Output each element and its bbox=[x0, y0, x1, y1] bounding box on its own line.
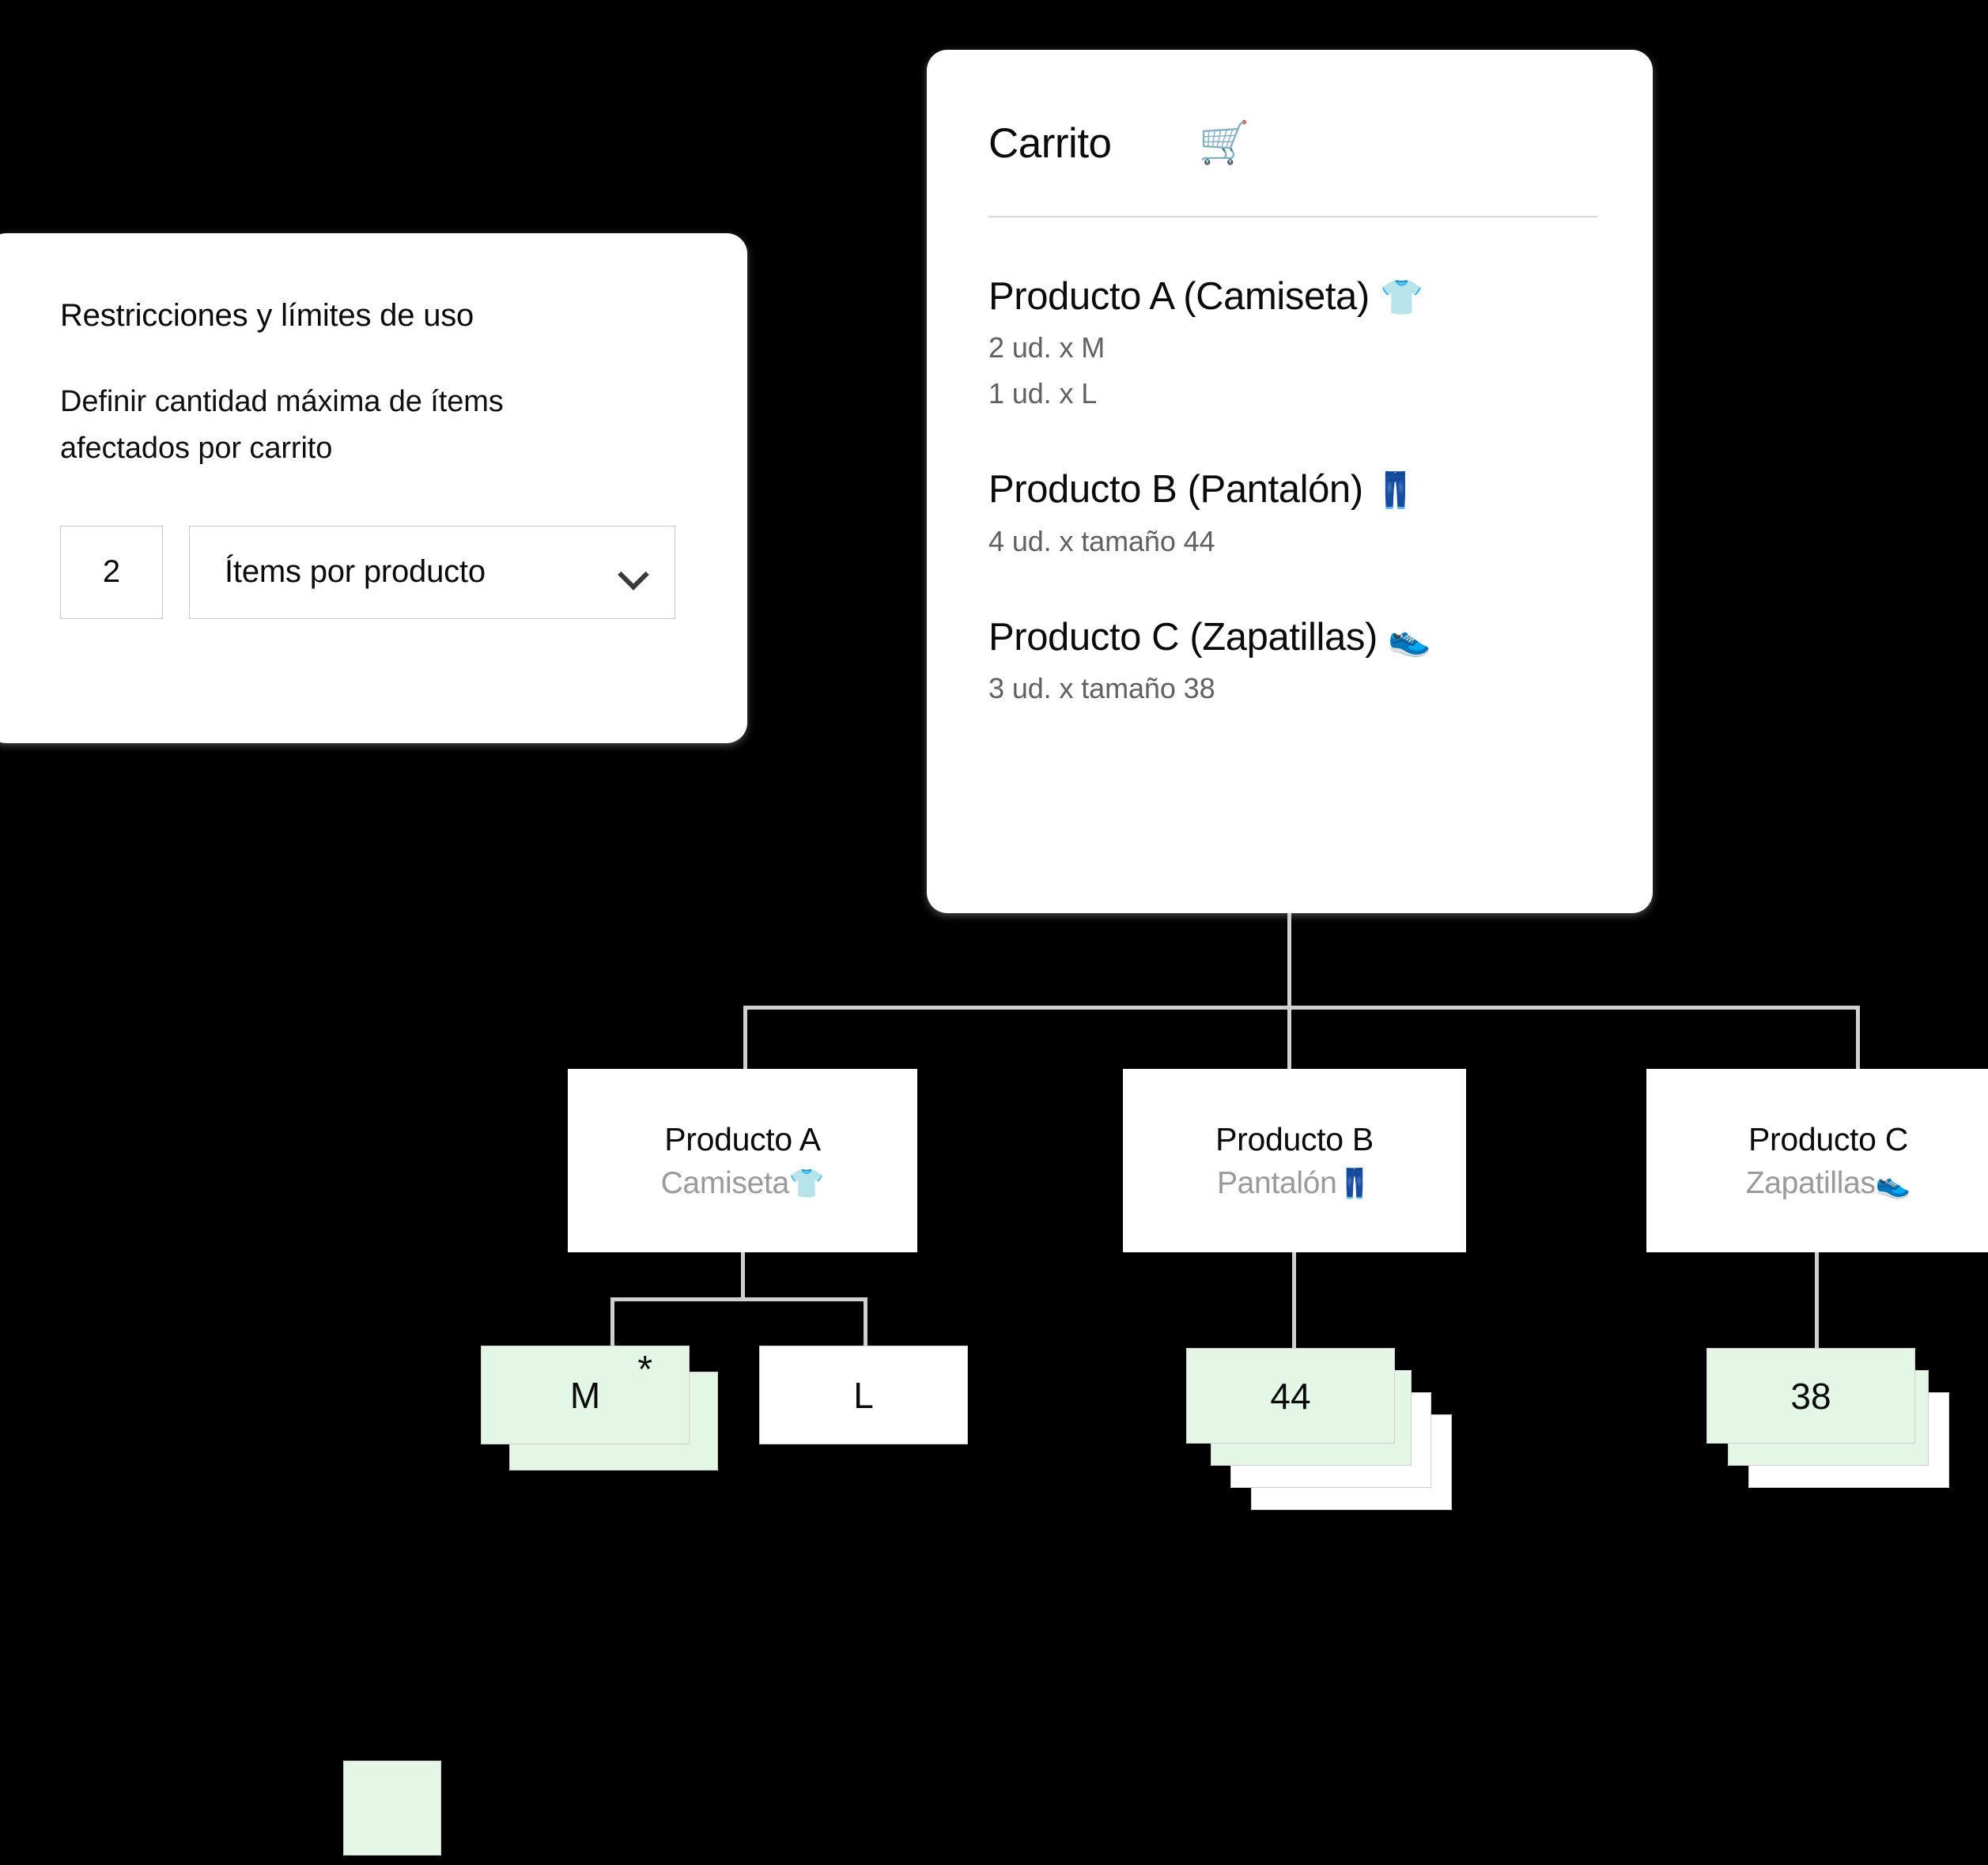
cart-line-item: Producto A (Camiseta) 👕 2 ud. x M 1 ud. … bbox=[988, 274, 1604, 410]
connector-c-to-size-38 bbox=[1815, 1252, 1819, 1350]
cart-item-qty: 2 ud. x M bbox=[988, 331, 1105, 364]
cart-item-name: Producto C (Zapatillas) 👟 bbox=[988, 615, 1604, 659]
variant-card-front[interactable]: 44 bbox=[1186, 1348, 1395, 1444]
cart-item-name-text: Producto B (Pantalón) bbox=[988, 468, 1363, 512]
jeans-icon: 👖 bbox=[1336, 1166, 1373, 1199]
connector-b-to-size-44 bbox=[1292, 1252, 1296, 1350]
restrictions-title: Restricciones y límites de uso bbox=[60, 298, 474, 333]
connector-to-size-l bbox=[864, 1297, 867, 1350]
restrictions-panel: Restricciones y límites de uso Definir c… bbox=[0, 233, 747, 743]
connector-to-producto-c bbox=[1856, 1006, 1860, 1070]
cart-item-name: Producto A (Camiseta) 👕 bbox=[988, 274, 1604, 319]
connector-to-size-m bbox=[610, 1297, 614, 1350]
cart-item-name-text: Producto C (Zapatillas) bbox=[988, 615, 1378, 659]
variant-stack-44: 44 bbox=[1186, 1348, 1502, 1514]
sneaker-icon: 👟 bbox=[1875, 1166, 1911, 1199]
variant-card-front[interactable]: 38 bbox=[1706, 1348, 1915, 1444]
variant-stack-l: L bbox=[759, 1346, 996, 1472]
variant-label: L bbox=[853, 1374, 874, 1416]
tree-node-subtitle-text: Pantalón bbox=[1216, 1165, 1337, 1200]
variant-stack-38: 38 bbox=[1706, 1348, 1988, 1498]
tshirt-icon: 👕 bbox=[788, 1166, 825, 1199]
chevron-down-icon bbox=[619, 559, 646, 586]
cart-header: Carrito 🛒 bbox=[988, 96, 1604, 191]
cart-panel: Carrito 🛒 Producto A (Camiseta) 👕 2 ud. … bbox=[927, 50, 1653, 913]
scope-select-value: Ítems por producto bbox=[225, 554, 486, 590]
tree-node-producto-b[interactable]: Producto B Pantalón👖 bbox=[1123, 1069, 1466, 1252]
connector-to-producto-b bbox=[1287, 1006, 1291, 1070]
tree-node-title: Producto A bbox=[664, 1120, 821, 1157]
affected-items-legend-swatch bbox=[343, 1761, 441, 1856]
variant-card-front[interactable]: * M bbox=[481, 1346, 690, 1444]
cart-item-qty: 1 ud. x L bbox=[988, 377, 1098, 410]
cart-title: Carrito bbox=[988, 119, 1112, 167]
connector-a-trunk bbox=[741, 1252, 745, 1297]
sneaker-icon: 👟 bbox=[1388, 618, 1431, 658]
variant-label: 38 bbox=[1790, 1375, 1831, 1417]
scope-select[interactable]: Ítems por producto bbox=[189, 525, 675, 619]
cart-item-qty: 4 ud. x tamaño 44 bbox=[988, 524, 1215, 557]
variant-label: 44 bbox=[1270, 1375, 1311, 1417]
tree-node-subtitle: Pantalón👖 bbox=[1217, 1166, 1372, 1201]
max-quantity-input[interactable]: 2 bbox=[60, 525, 163, 619]
tree-node-producto-c[interactable]: Producto C Zapatillas👟 bbox=[1646, 1069, 1988, 1252]
cart-item-name-text: Producto A (Camiseta) bbox=[988, 275, 1370, 318]
cart-line-item: Producto C (Zapatillas) 👟 3 ud. x tamaño… bbox=[988, 615, 1604, 705]
asterisk-marker: * bbox=[637, 1349, 652, 1391]
jeans-icon: 👖 bbox=[1373, 471, 1417, 511]
connector-a-bar bbox=[610, 1297, 867, 1301]
cart-divider bbox=[988, 216, 1597, 217]
tree-node-title: Producto C bbox=[1748, 1120, 1909, 1157]
tree-node-subtitle-text: Zapatillas bbox=[1745, 1165, 1876, 1200]
connector-to-producto-a bbox=[743, 1006, 747, 1070]
restrictions-controls: 2 Ítems por producto bbox=[60, 525, 700, 619]
connector-products-bar bbox=[743, 1006, 1860, 1010]
variant-card-front[interactable]: L bbox=[759, 1346, 968, 1444]
variant-label: M bbox=[569, 1374, 601, 1416]
cart-item-qty: 3 ud. x tamaño 38 bbox=[988, 672, 1215, 705]
cart-line-item: Producto B (Pantalón) 👖 4 ud. x tamaño 4… bbox=[988, 467, 1604, 557]
tree-node-producto-a[interactable]: Producto A Camiseta👕 bbox=[568, 1069, 917, 1252]
connector-cart-trunk bbox=[1287, 913, 1291, 1008]
tree-node-subtitle-text: Camiseta bbox=[660, 1165, 790, 1200]
shopping-cart-icon: 🛒 bbox=[1198, 120, 1250, 166]
restrictions-description: Definir cantidad máxima de ítems afectad… bbox=[60, 385, 504, 465]
tshirt-icon: 👕 bbox=[1380, 278, 1423, 317]
tree-node-title: Producto B bbox=[1215, 1120, 1374, 1157]
tree-node-subtitle: Zapatillas👟 bbox=[1746, 1166, 1911, 1201]
variant-stack-m: * M bbox=[481, 1346, 742, 1472]
tree-node-subtitle: Camiseta👕 bbox=[661, 1166, 825, 1201]
cart-item-name: Producto B (Pantalón) 👖 bbox=[988, 467, 1604, 512]
